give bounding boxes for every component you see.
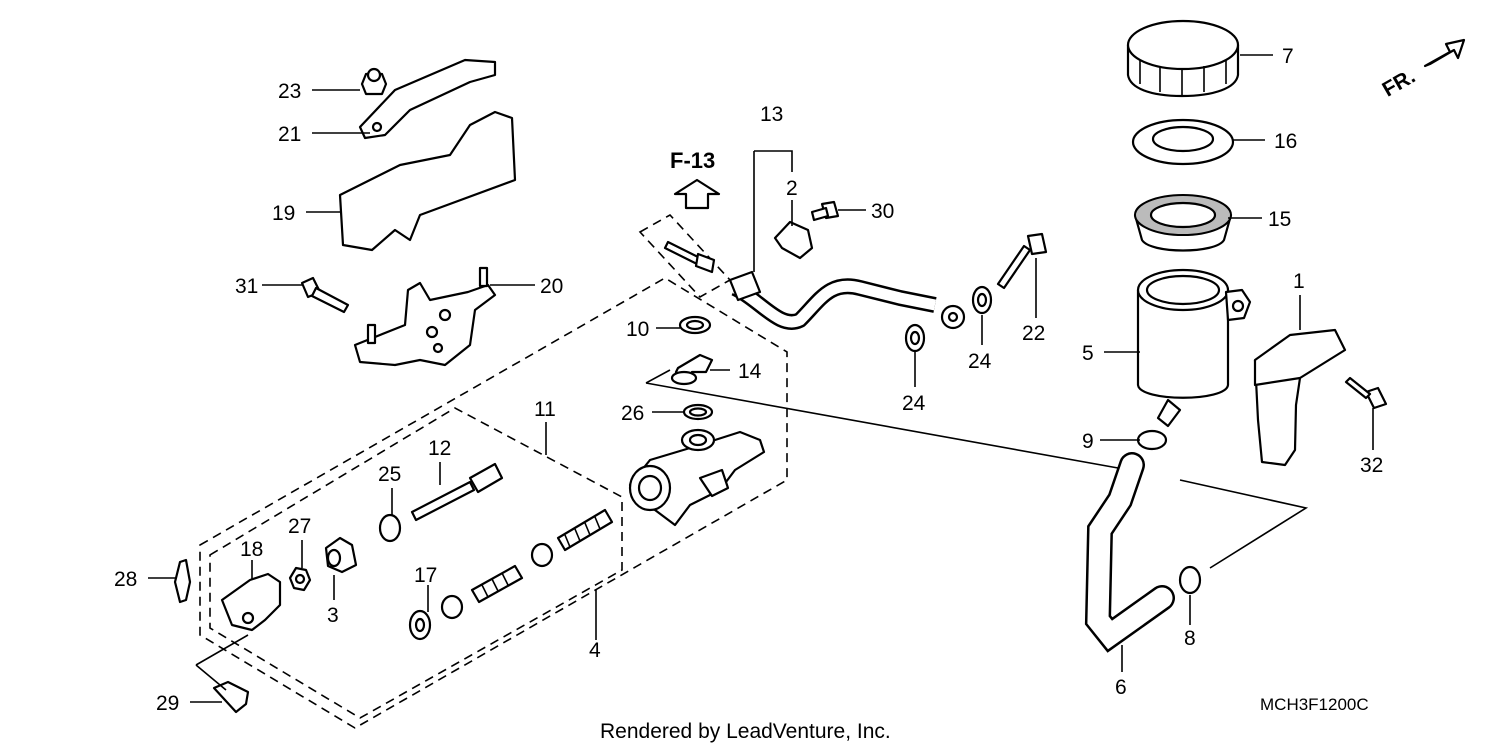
callout-12: 12 [428, 437, 451, 460]
callout-7: 7 [1282, 45, 1294, 68]
stay-hole [371, 121, 383, 133]
nut-23 [360, 67, 388, 96]
up-arrow-icon [673, 178, 721, 210]
callout-4: 4 [589, 639, 601, 662]
connection-lines [645, 369, 1309, 569]
clip-8 [1178, 565, 1202, 595]
leader-lines [148, 54, 1374, 703]
callout-26: 26 [621, 402, 644, 425]
credit-text: Rendered by LeadVenture, Inc. [600, 720, 891, 743]
cover-1-edge [1253, 360, 1301, 387]
assembly-4-outline [199, 277, 788, 729]
callout-13: 13 [760, 103, 783, 126]
circlip-25 [378, 513, 402, 543]
callout-19: 19 [272, 202, 295, 225]
cover-1 [1253, 328, 1347, 467]
reference-label: F-13 [670, 148, 715, 173]
bracket-stud-bottom [366, 323, 377, 345]
pin-29 [212, 680, 250, 714]
reservoir-5 [1136, 268, 1252, 428]
spring-upper [556, 508, 614, 552]
callout-27: 27 [288, 515, 311, 538]
clip-9 [1136, 429, 1168, 451]
hose-6-inner [1087, 454, 1173, 650]
cylinder-mount [698, 468, 730, 498]
callout-18: 18 [240, 538, 263, 561]
bracket-stud-top [478, 266, 489, 288]
callout-23: 23 [278, 80, 301, 103]
callout-31: 31 [235, 275, 258, 298]
callout-28: 28 [114, 568, 137, 591]
callout-25: 25 [378, 463, 401, 486]
hose-13-inner [732, 280, 937, 328]
callout-21: 21 [278, 123, 301, 146]
pin-connection-lines [195, 634, 249, 691]
hose-end-fitting [728, 270, 762, 302]
direction-label: FR. [1378, 65, 1419, 102]
callout-24-upper: 24 [968, 350, 992, 373]
stay-21 [358, 58, 497, 140]
callout-2: 2 [786, 177, 798, 200]
guard-19 [338, 110, 517, 252]
callout-17: 17 [414, 564, 437, 587]
drawing-code: MCH3F1200C [1260, 695, 1369, 714]
push-rod-12 [410, 462, 504, 522]
callout-6: 6 [1115, 676, 1127, 699]
callout-24-lower: 24 [902, 392, 926, 415]
callout-30: 30 [871, 200, 894, 223]
callout-14: 14 [738, 360, 762, 383]
callout-29: 29 [156, 692, 179, 715]
bolt-f13 [663, 240, 716, 274]
callout-15: 15 [1268, 208, 1291, 231]
cup-lower [440, 594, 464, 620]
clamp-2 [773, 220, 814, 260]
plate-16 [1131, 118, 1235, 166]
callout-labels: 7 16 15 1 5 9 32 8 6 22 24 24 13 2 30 23… [114, 45, 1383, 715]
cup-upper [530, 542, 554, 568]
callout-9: 9 [1082, 430, 1094, 453]
spring-lower [470, 564, 524, 604]
callout-22: 22 [1022, 322, 1045, 345]
bolt-22 [996, 232, 1048, 290]
callout-5: 5 [1082, 342, 1094, 365]
callout-11: 11 [534, 398, 556, 421]
reservoir-cap-7 [1126, 19, 1240, 98]
bracket-20 [353, 281, 497, 367]
clevis-18 [220, 572, 282, 632]
callout-3: 3 [327, 604, 339, 627]
callout-16: 16 [1274, 130, 1297, 153]
callout-20: 20 [540, 275, 563, 298]
callout-10: 10 [626, 318, 649, 341]
bolt-31 [300, 276, 350, 314]
assembly-11-outline [209, 407, 623, 719]
diaphragm-15 [1133, 194, 1233, 252]
bolt-30 [810, 200, 840, 222]
callout-8: 8 [1184, 627, 1196, 650]
direction-arrow-icon [1423, 38, 1466, 68]
front-direction-arrow: FR. [1378, 38, 1466, 102]
bolt-32 [1344, 376, 1388, 410]
callout-1: 1 [1293, 270, 1305, 293]
reference-f13: F-13 [670, 148, 721, 210]
cotter-pin-28 [173, 558, 192, 604]
callout-32: 32 [1360, 454, 1383, 477]
